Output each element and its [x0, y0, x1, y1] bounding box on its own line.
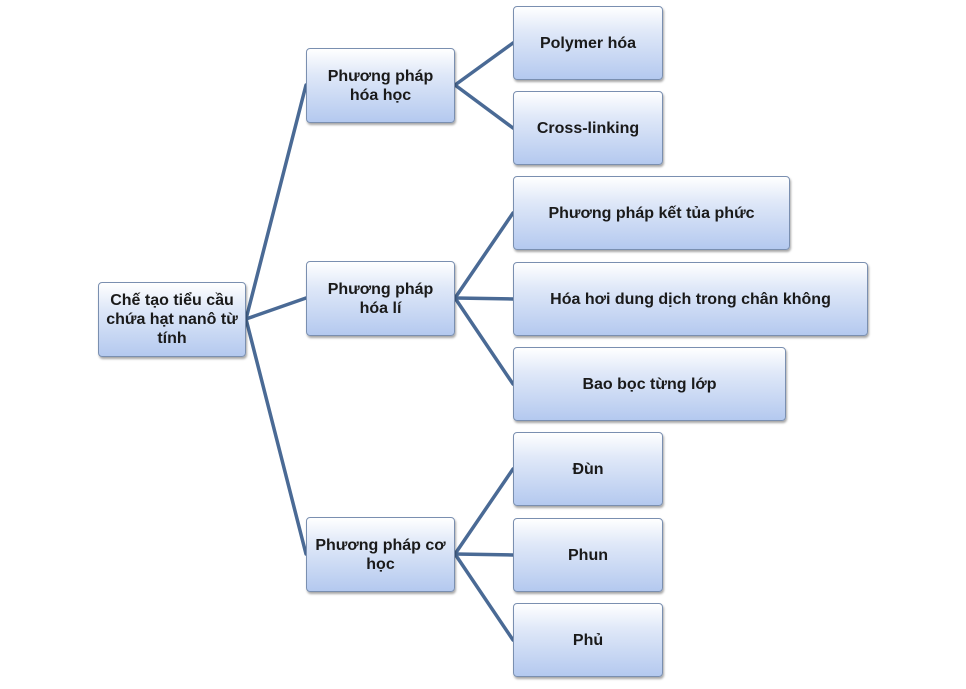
branch-node-chemical: Phương pháp hóa học	[306, 48, 455, 123]
leaf-label: Phun	[568, 546, 608, 564]
leaf-node-coating: Phủ	[513, 603, 663, 677]
branch-node-mechanical: Phương pháp cơ học	[306, 517, 455, 592]
leaf-label: Đùn	[572, 460, 604, 478]
edge-root-phys	[244, 296, 308, 321]
leaf-label: Polymer hóa	[539, 34, 637, 52]
leaf-node-layer-by-layer: Bao bọc từng lớp	[513, 347, 786, 421]
leaf-node-vacuum-evaporation: Hóa hơi dung dịch trong chân không	[513, 262, 868, 336]
edge-mech-dun	[453, 467, 515, 556]
leaf-label: Cross-linking	[536, 119, 640, 137]
leaf-label: Hóa hơi dung dịch trong chân không	[550, 290, 831, 308]
leaf-node-polymerization: Polymer hóa	[513, 6, 663, 80]
root-label: Chế tạo tiểu cầu chứa hạt nanô từ tính	[106, 292, 238, 347]
leaf-node-spraying: Phun	[513, 518, 663, 592]
edge-phys-bao	[453, 296, 515, 386]
edge-phys-ket	[453, 211, 515, 300]
leaf-node-extrusion: Đùn	[513, 432, 663, 506]
edge-root-chem	[244, 83, 308, 321]
leaf-label: Phủ	[572, 631, 604, 649]
leaf-node-cross-linking: Cross-linking	[513, 91, 663, 165]
root-node: Chế tạo tiểu cầu chứa hạt nanô từ tính	[98, 282, 246, 357]
edge-chem-cross	[453, 83, 515, 130]
branch-node-physicochemical: Phương pháp hóa lí	[306, 261, 455, 336]
edge-chem-poly	[453, 41, 515, 87]
leaf-label: Phương pháp kết tủa phức	[548, 204, 755, 222]
leaf-node-complex-precipitation: Phương pháp kết tủa phức	[513, 176, 790, 250]
branch-label: Phương pháp hóa học	[327, 67, 434, 104]
edge-mech-phun	[453, 552, 515, 557]
branch-label: Phương pháp hóa lí	[327, 280, 434, 317]
leaf-label: Bao bọc từng lớp	[582, 375, 717, 393]
edge-root-mech	[244, 317, 308, 556]
branch-label: Phương pháp cơ học	[315, 536, 446, 573]
edge-mech-phu	[453, 552, 515, 642]
edge-phys-hoa	[453, 296, 515, 301]
